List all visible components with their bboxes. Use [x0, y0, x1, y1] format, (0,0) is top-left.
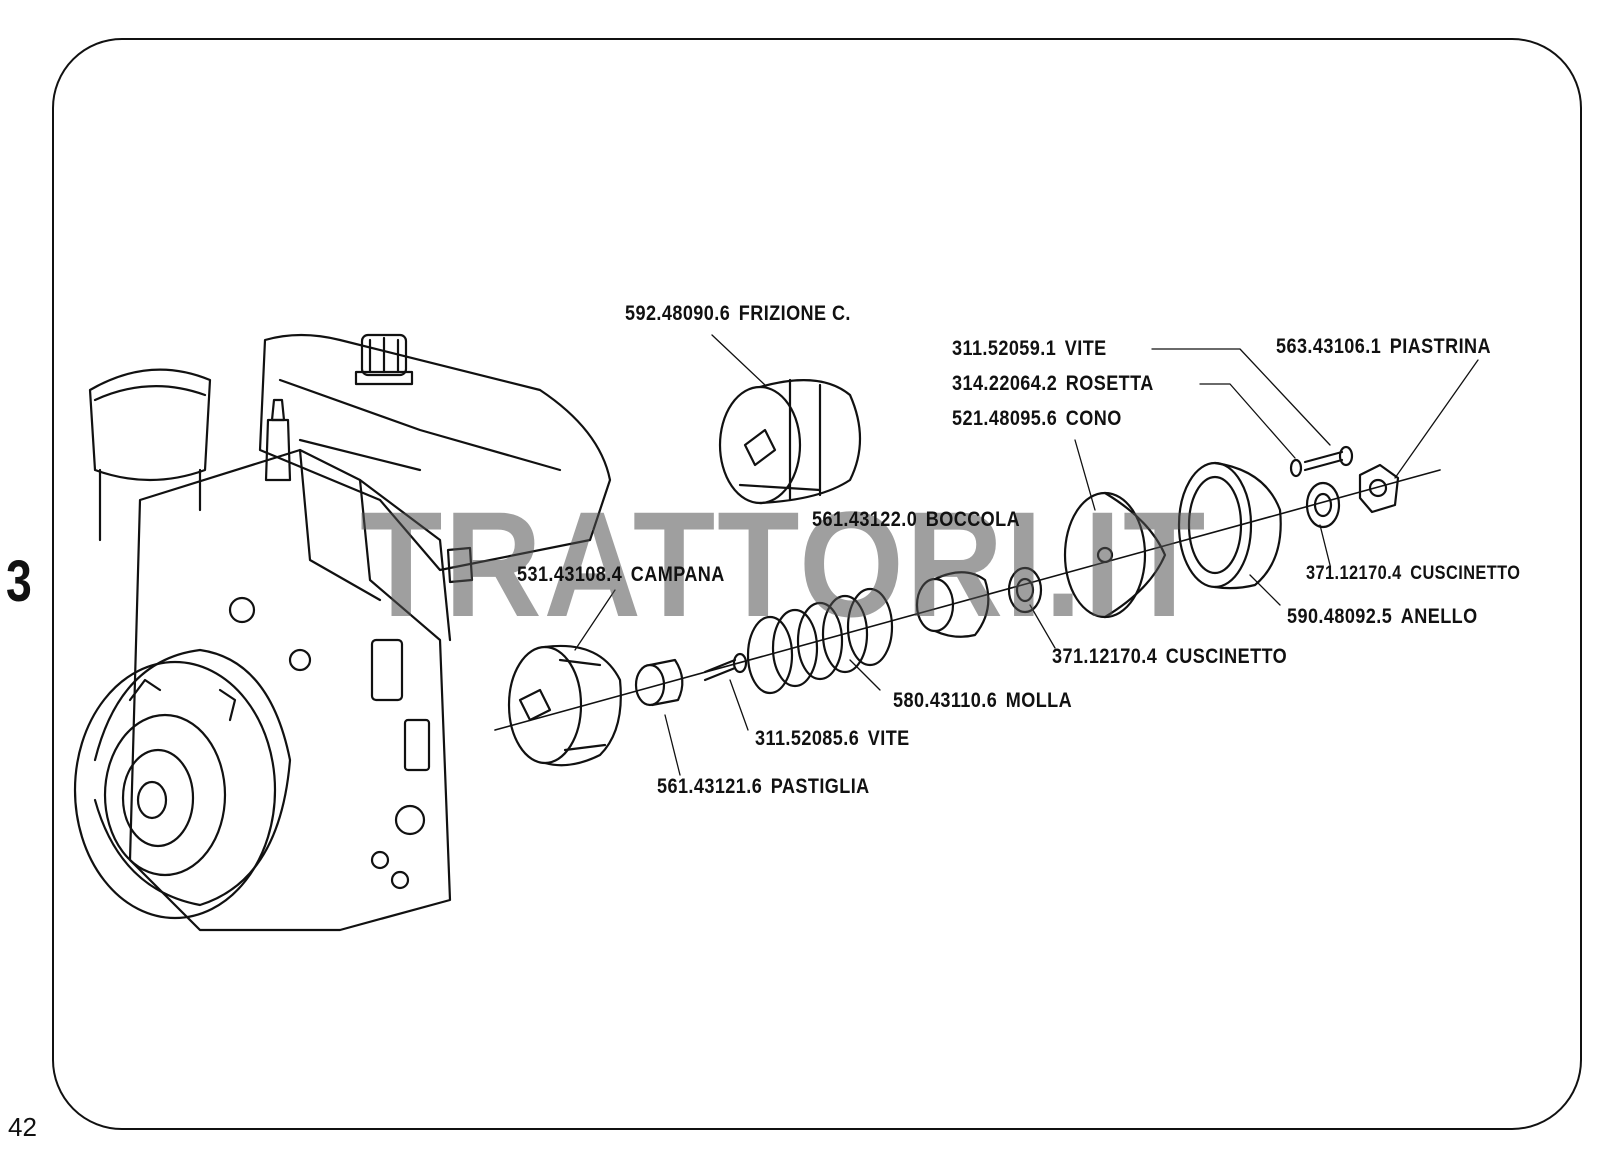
part-name: CAMPANA [630, 563, 725, 586]
part-name: CUSCINETTO [1410, 563, 1521, 584]
section-number: 3 [6, 549, 32, 614]
cuscinetto-mid-part [1007, 566, 1043, 614]
part-code: 561.43121.6 [657, 775, 763, 798]
cuscinetto-right-part [1305, 481, 1341, 529]
part-label-campana: 531.43108.4 CAMPANA [517, 563, 725, 587]
part-label-cuscinetto-mid: 371.12170.4 CUSCINETTO [1052, 645, 1287, 669]
vite-bottom-part [703, 652, 748, 682]
part-code: 590.48092.5 [1287, 605, 1393, 628]
part-label-anello: 590.48092.5 ANELLO [1287, 605, 1478, 629]
part-code: 371.12170.4 [1052, 645, 1158, 668]
part-name: CONO [1065, 407, 1122, 430]
part-name: PIASTRINA [1389, 335, 1491, 358]
part-name: ROSETTA [1065, 372, 1154, 395]
part-label-vite-top: 311.52059.1 VITE [952, 337, 1107, 361]
part-label-vite-bottom: 311.52085.6 VITE [755, 727, 910, 751]
part-name: BOCCOLA [925, 508, 1021, 531]
vite-top-part [1289, 445, 1354, 478]
frizione-assembly [718, 378, 862, 505]
part-name: MOLLA [1005, 689, 1073, 712]
part-name: CUSCINETTO [1165, 645, 1288, 668]
molla-part [746, 587, 894, 695]
part-name: VITE [1064, 337, 1107, 360]
part-name: VITE [867, 727, 910, 750]
part-label-frizione: 592.48090.6 FRIZIONE C. [625, 302, 851, 326]
pastiglia-part [634, 658, 684, 707]
page-border [52, 38, 1582, 1130]
part-label-cuscinetto-right: 371.12170.4 CUSCINETTO [1306, 563, 1520, 585]
part-code: 521.48095.6 [952, 407, 1058, 430]
campana-part [507, 644, 622, 767]
part-label-rosetta: 314.22064.2 ROSETTA [952, 372, 1154, 396]
part-code: 311.52085.6 [755, 727, 860, 750]
shaft-axis-line [494, 469, 1441, 731]
part-code: 371.12170.4 [1306, 563, 1402, 584]
part-code: 311.52059.1 [952, 337, 1057, 360]
piastrina-part [1358, 463, 1400, 514]
watermark-text: TRATTORI.IT [360, 480, 1208, 648]
part-code: 531.43108.4 [517, 563, 623, 586]
cono-part [1063, 491, 1167, 619]
part-code: 561.43122.0 [812, 508, 918, 531]
part-name: ANELLO [1400, 605, 1478, 628]
part-name: FRIZIONE C. [738, 302, 851, 325]
boccola-part [915, 571, 990, 638]
part-label-pastiglia: 561.43121.6 PASTIGLIA [657, 775, 870, 799]
part-code: 592.48090.6 [625, 302, 731, 325]
part-code: 563.43106.1 [1276, 335, 1382, 358]
page-number: 42 [8, 1112, 37, 1142]
part-label-boccola: 561.43122.0 BOCCOLA [812, 508, 1020, 532]
engine-illustration [73, 333, 612, 932]
part-code: 580.43110.6 [893, 689, 998, 712]
part-code: 314.22064.2 [952, 372, 1058, 395]
part-label-piastrina: 563.43106.1 PIASTRINA [1276, 335, 1491, 359]
part-name: PASTIGLIA [770, 775, 870, 798]
part-label-cono: 521.48095.6 CONO [952, 407, 1122, 431]
anello-part [1177, 461, 1282, 590]
leader-lines [574, 334, 1479, 776]
part-label-molla: 580.43110.6 MOLLA [893, 689, 1072, 713]
